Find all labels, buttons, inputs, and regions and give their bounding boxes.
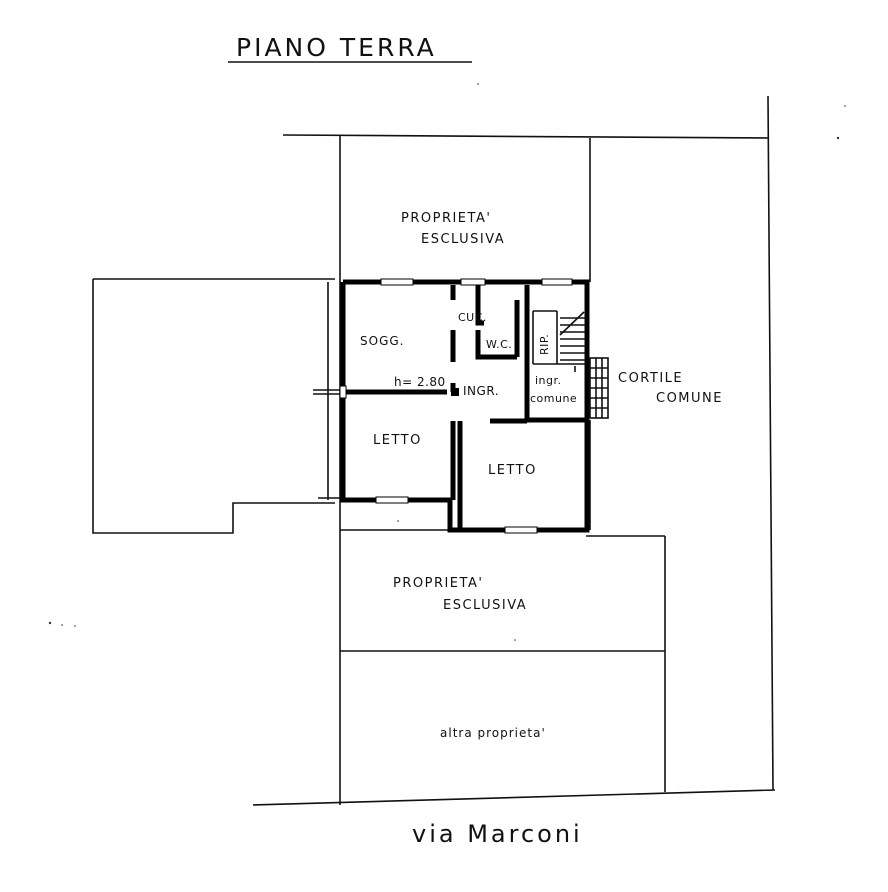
scan-specks	[48, 83, 846, 641]
windows	[339, 278, 573, 534]
plan-title: PIANO TERRA	[236, 33, 437, 62]
room-kitchen-label: CUC.	[458, 311, 487, 324]
external-steps	[589, 357, 609, 419]
other-property-label: altra proprieta'	[440, 726, 546, 740]
common-entrance-label-2: comune	[530, 392, 577, 405]
staircase	[559, 311, 585, 372]
room-wc-label: W.C.	[486, 338, 512, 351]
courtyard-label: CORTILE	[618, 371, 683, 386]
neighbour-building	[92, 278, 340, 534]
room-living-label: SOGG.	[360, 334, 404, 348]
street-label: via Marconi	[412, 820, 583, 848]
room-bedroom-right-label: LETTO	[488, 463, 537, 478]
room-bedroom-left-label: LETTO	[373, 433, 422, 448]
top-property-label-2: ESCLUSIVA	[421, 232, 505, 247]
dwelling-walls	[340, 279, 590, 533]
room-storage-label: RIP.	[538, 334, 551, 355]
courtyard-label-2: COMUNE	[656, 391, 723, 406]
top-property-label: PROPRIETA'	[401, 211, 491, 226]
ceiling-height-label: h= 2.80	[394, 375, 446, 389]
property-boundaries	[252, 95, 776, 806]
common-entrance-label: ingr.	[535, 374, 562, 387]
bottom-property-label: PROPRIETA'	[393, 576, 483, 591]
room-entrance-label: INGR.	[463, 384, 499, 398]
bottom-property-label-2: ESCLUSIVA	[443, 598, 527, 613]
